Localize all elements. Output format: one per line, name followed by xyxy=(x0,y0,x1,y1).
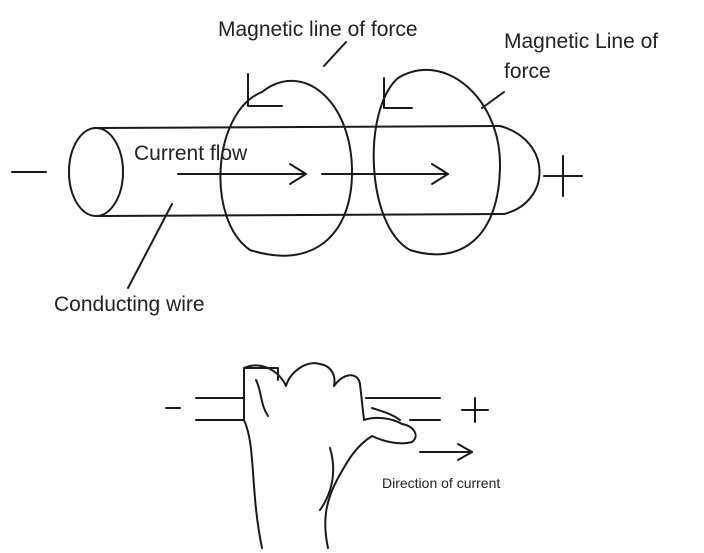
hand-finger-crease-2 xyxy=(371,407,401,421)
magnetic-loop-2-back xyxy=(372,77,411,251)
wire-left-end xyxy=(68,127,124,217)
leader-magnetic-line-2 xyxy=(481,91,505,109)
wire-right-end xyxy=(499,125,541,215)
label-magnetic-line-2-line2: force xyxy=(504,60,551,83)
label-magnetic-line-1: Magnetic line of force xyxy=(218,18,418,41)
wire-top-edge xyxy=(93,125,501,129)
field-arrow-2 xyxy=(383,77,413,109)
bottom-positive-sign xyxy=(461,397,489,423)
current-arrow-1 xyxy=(177,163,307,185)
magnetic-loop-1-back xyxy=(219,91,263,251)
magnetic-loop-1-front xyxy=(249,79,353,257)
field-arrow-1 xyxy=(247,73,283,107)
wire-figure: Magnetic line of force Magnetic Line of … xyxy=(11,18,658,316)
label-current-flow: Current flow xyxy=(134,142,248,165)
label-direction-of-current: Direction of current xyxy=(382,475,500,491)
hand-wrist-left xyxy=(243,419,263,549)
hand-figure: Direction of current xyxy=(165,362,500,549)
hand-finger-crease-1 xyxy=(255,379,269,417)
current-arrow-2 xyxy=(321,163,449,185)
leader-magnetic-line-1 xyxy=(323,41,347,67)
label-magnetic-line-2-line1: Magnetic Line of xyxy=(504,30,658,53)
wire-bottom-edge xyxy=(97,213,505,217)
hand-finger-crease-3 xyxy=(319,447,335,511)
hand-outline xyxy=(243,362,417,549)
top-positive-sign xyxy=(543,155,583,197)
leader-conducting-wire xyxy=(127,203,173,289)
magnetic-loop-2-front xyxy=(397,68,501,256)
direction-of-current-arrow xyxy=(419,443,473,461)
label-conducting-wire: Conducting wire xyxy=(54,293,205,316)
